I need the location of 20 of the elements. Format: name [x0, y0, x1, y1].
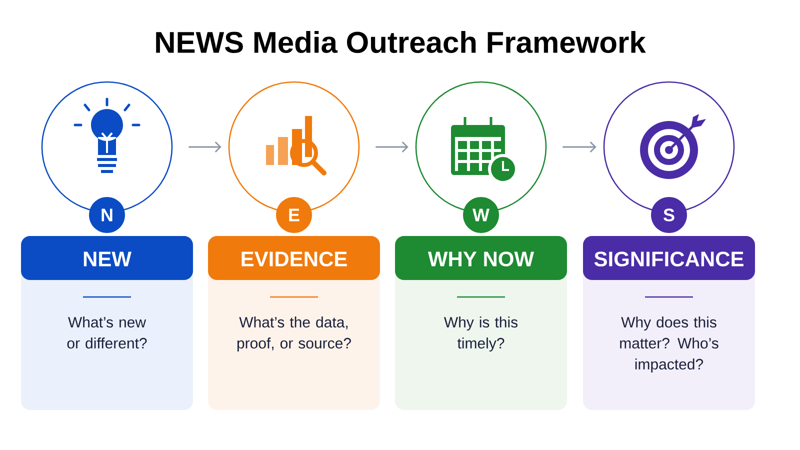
arrow: [562, 142, 596, 152]
letter-badge: E: [276, 197, 312, 233]
card-text: Why is this timely?: [444, 316, 518, 352]
arrow: [188, 142, 222, 152]
card-text: Why does this matter? Who’s impacted?: [620, 316, 718, 372]
card-header: WHY NOW: [395, 236, 567, 280]
card-text: What’s new or different?: [67, 316, 147, 349]
card-header: SIGNIFICANCE: [583, 236, 755, 280]
letter-badge: N: [89, 197, 125, 233]
card: [583, 236, 755, 410]
card: [21, 236, 193, 410]
card-text: What’s the data, proof, or source?: [237, 316, 351, 352]
arrow: [376, 142, 408, 152]
letter-badge: W: [463, 197, 499, 233]
card-header: EVIDENCE: [208, 236, 380, 280]
card-header: NEW: [21, 236, 193, 280]
title: NEWS Media Outreach Framework: [156, 30, 646, 54]
card: [395, 236, 567, 410]
card: [208, 236, 380, 410]
letter-badge: S: [651, 197, 687, 233]
